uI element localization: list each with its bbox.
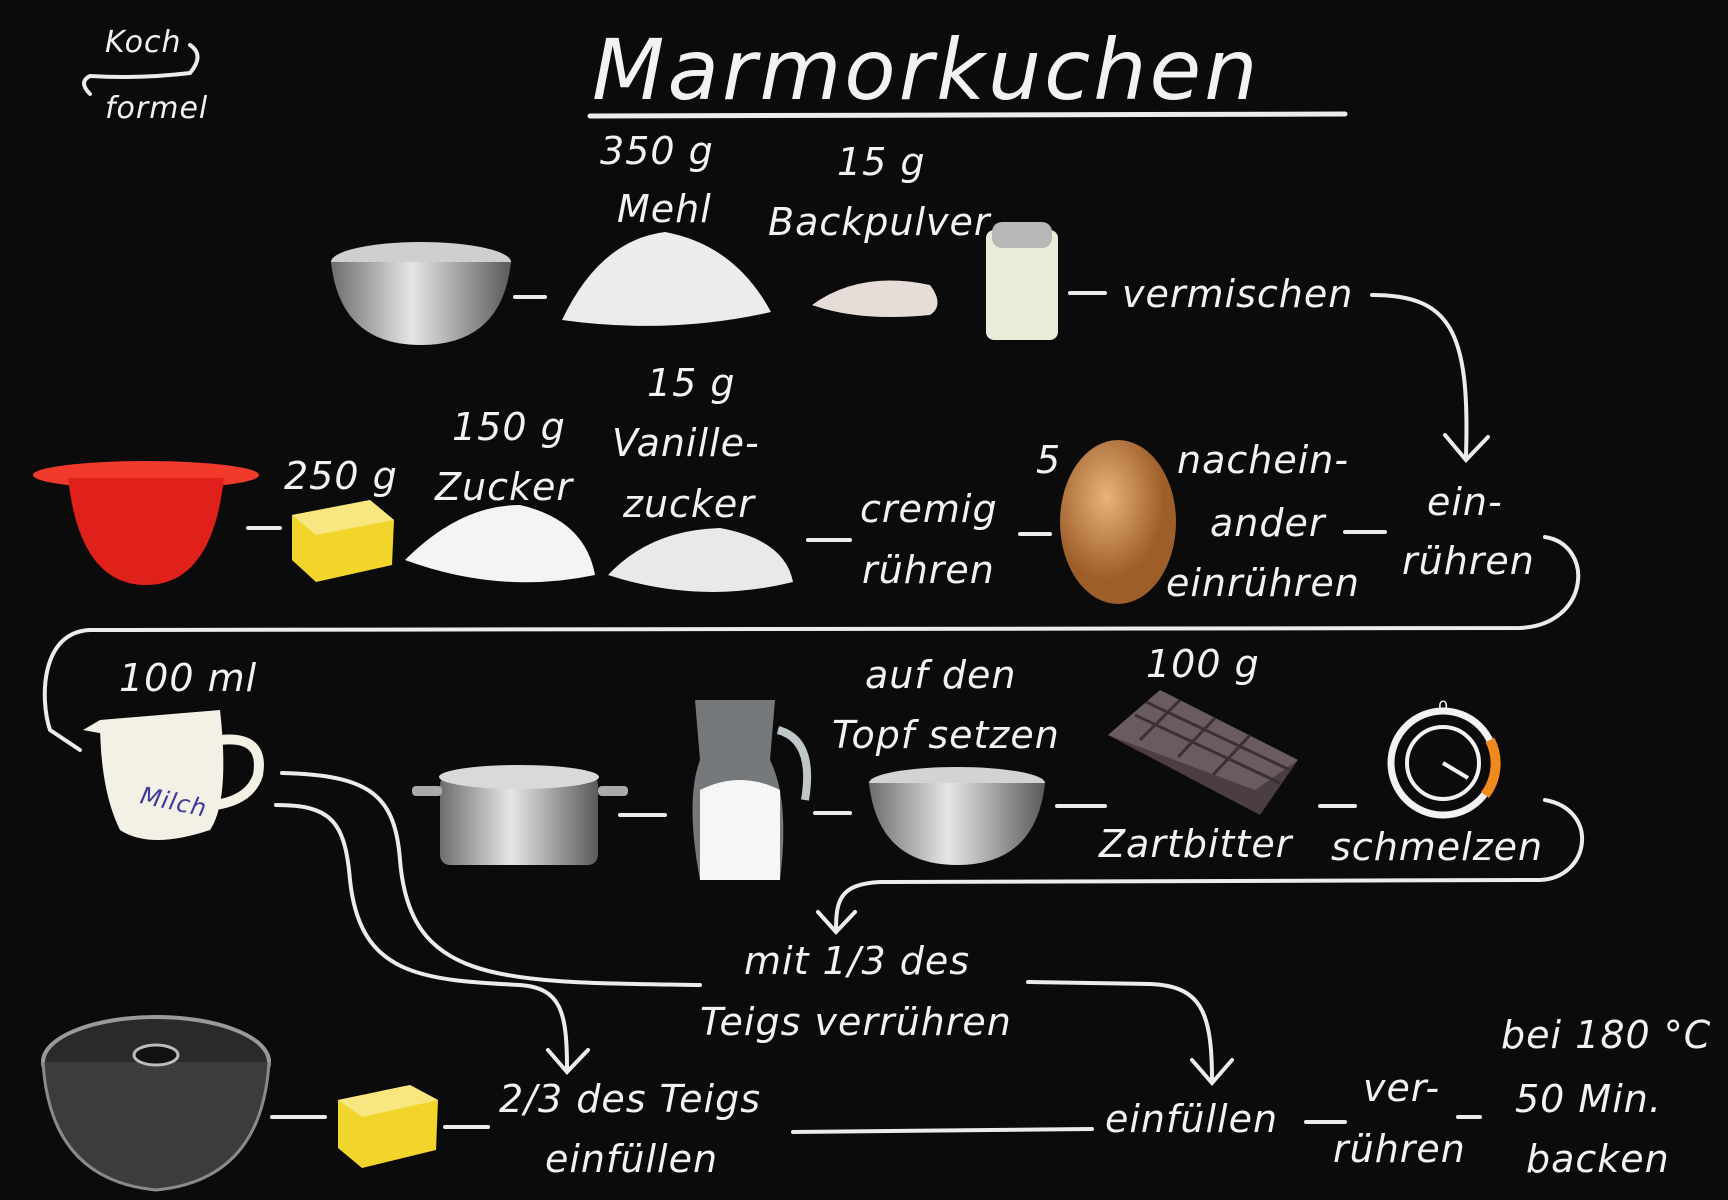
step-mix-third-2: Teigs verrühren [700, 1000, 1012, 1044]
sugar-amount: 150 g [452, 405, 566, 449]
vanilla-label-2: zucker [623, 482, 755, 526]
step-pot-1: auf den [865, 653, 1017, 697]
step-einruehren-2: rühren [1402, 539, 1535, 583]
eggs-count: 5 [1036, 438, 1062, 482]
flour-label: Mehl [617, 187, 712, 231]
vanilla-amount: 15 g [647, 361, 736, 405]
step-einruehren-1: ein- [1427, 480, 1503, 524]
step-verruehren-1: ver- [1363, 1066, 1441, 1110]
step-pot-2: Topf setzen [832, 713, 1060, 757]
step-vermischen: vermischen [1122, 272, 1354, 316]
baking-powder-label: Backpulver [768, 200, 991, 244]
svg-text:0: 0 [1438, 697, 1448, 716]
steel-bowl-icon [331, 242, 511, 345]
oven-timer-icon: 0 [1387, 697, 1501, 819]
steel-bowl-2-icon [869, 767, 1045, 865]
step-cremig-1: cremig [860, 487, 998, 531]
sugar-label: Zucker [435, 465, 574, 509]
chocolate-label: Zartbitter [1099, 822, 1293, 866]
step-fill-1: 2/3 des Teigs [499, 1077, 761, 1121]
logo-koch: Koch [105, 25, 182, 60]
egg-icon [1060, 440, 1176, 604]
vanilla-label-1: Vanille- [612, 421, 760, 465]
page-title: Marmorkuchen [592, 21, 1261, 119]
flour-amount: 350 g [600, 129, 714, 173]
butter-icon [292, 500, 394, 582]
baking-powder-pile-icon [812, 280, 938, 318]
step-verruehren-2: rühren [1333, 1127, 1466, 1171]
baking-powder-amount: 15 g [837, 140, 926, 184]
step-mix-third-1: mit 1/3 des [744, 939, 971, 983]
baking-powder-jar-icon [986, 222, 1058, 340]
glass-milk-jug-icon [692, 700, 812, 880]
butter-2-icon [338, 1085, 438, 1168]
red-bowl-icon [33, 461, 259, 585]
step-einfuellen: einfüllen [1105, 1097, 1279, 1141]
bundt-pan-icon [41, 1015, 271, 1192]
chocolate-amount: 100 g [1146, 642, 1260, 686]
step-eggs-2: ander [1210, 501, 1326, 545]
vanilla-sugar-pile-icon [608, 528, 793, 592]
chocolate-bar-icon [1108, 690, 1298, 815]
step-backen: backen [1526, 1137, 1670, 1181]
logo-formel: formel [105, 91, 209, 126]
sugar-pile-icon [405, 505, 595, 583]
step-eggs-3: einrühren [1166, 561, 1360, 605]
flour-pile-icon [562, 232, 771, 326]
step-schmelzen: schmelzen [1331, 825, 1544, 869]
step-fill-2: einfüllen [545, 1137, 719, 1181]
step-cremig-2: rühren [862, 548, 995, 592]
pot-icon [412, 765, 628, 865]
bake-temperature: bei 180 °C [1501, 1013, 1712, 1057]
butter-amount: 250 g [284, 454, 398, 498]
milk-jug-icon [83, 710, 264, 840]
milk-amount: 100 ml [119, 656, 258, 700]
step-eggs-1: nachein- [1177, 438, 1350, 482]
bake-time: 50 Min. [1515, 1077, 1662, 1121]
